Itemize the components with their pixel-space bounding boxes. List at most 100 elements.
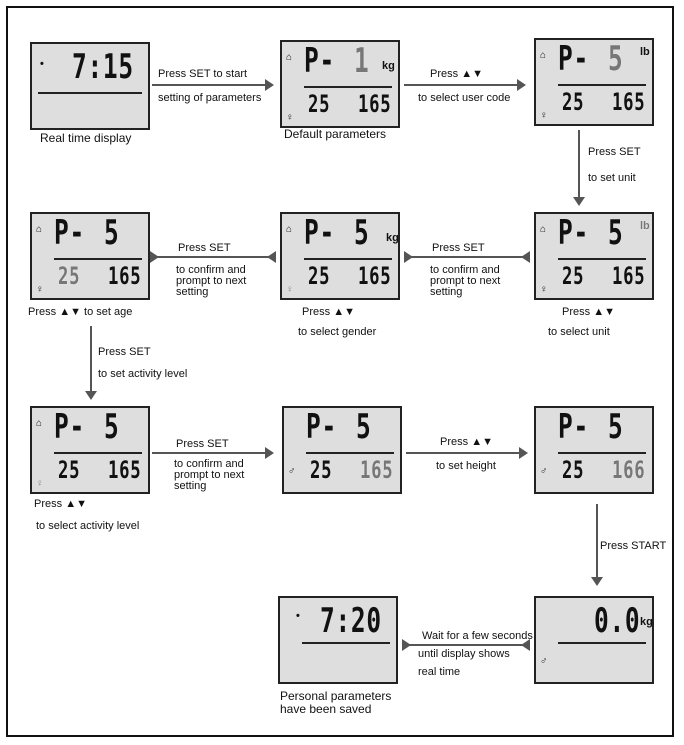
arrow-down bbox=[85, 326, 97, 400]
step-set-unit: to set unit bbox=[588, 172, 636, 184]
activity-icon: ♂ bbox=[540, 466, 548, 477]
lcd-height: 165 bbox=[612, 88, 646, 116]
lcd-time: 7:15 bbox=[72, 47, 134, 87]
lcd-set-unit: ⌂ P- 5 lb 25 165 ♀ bbox=[534, 212, 654, 300]
person-icon: ♀ bbox=[36, 284, 44, 295]
lcd-divider bbox=[306, 452, 394, 454]
arrow-down bbox=[591, 504, 603, 586]
step-setting: setting bbox=[430, 286, 463, 298]
arrow-right bbox=[406, 447, 528, 459]
step-press-set: Press SET bbox=[176, 438, 229, 450]
diagram-frame bbox=[6, 6, 674, 737]
lcd-unit: kg bbox=[386, 232, 399, 244]
lcd-code: P- bbox=[54, 213, 85, 253]
lcd-saved-time: • 7:20 bbox=[278, 596, 398, 684]
lcd-user-number: 5 bbox=[608, 213, 624, 253]
lcd-divider bbox=[304, 86, 392, 88]
step-prompt: prompt to next bbox=[176, 275, 247, 287]
lcd-set-age: ⌂ P- 5 25 165 ♀ bbox=[30, 212, 150, 300]
step-confirm: to confirm and bbox=[176, 264, 246, 276]
user-icon: ⌂ bbox=[286, 52, 293, 63]
user-icon: ⌂ bbox=[286, 224, 293, 235]
step-set-activity: to set activity level bbox=[98, 368, 188, 380]
step-setting: setting bbox=[176, 286, 209, 298]
step-until-display: until display shows bbox=[418, 648, 510, 660]
lcd-real-time: • 7:15 bbox=[30, 42, 150, 130]
person-icon: ♀ bbox=[540, 284, 548, 295]
up-down-arrow-icon: ▲▼ bbox=[461, 68, 483, 80]
lcd-divider bbox=[54, 452, 142, 454]
lcd-height: 165 bbox=[358, 90, 392, 118]
step-press-start: Press START bbox=[600, 540, 667, 552]
lcd-code: P- bbox=[54, 407, 85, 447]
caption-saved-line1: Personal parameters bbox=[280, 689, 392, 703]
lcd-time: 7:20 bbox=[320, 601, 382, 641]
step-setting: setting bbox=[174, 480, 207, 492]
lcd-height: 165 bbox=[358, 262, 392, 290]
person-icon: ♀ bbox=[540, 110, 548, 121]
gender-icon: ♀ bbox=[286, 284, 294, 295]
lcd-user-number: 5 bbox=[354, 213, 370, 253]
step-press: Press ▲▼ bbox=[562, 306, 615, 318]
lcd-height: 165 bbox=[360, 456, 394, 484]
lcd-code: P- bbox=[558, 407, 589, 447]
step-setting-parameters: setting of parameters bbox=[158, 92, 262, 104]
lcd-unit: kg bbox=[382, 60, 395, 72]
indicator-dot: • bbox=[40, 58, 44, 70]
caption-default-parameters: Default parameters bbox=[284, 127, 387, 141]
step-prompt: prompt to next bbox=[430, 275, 501, 287]
lcd-set-height: P- 5 25 165 ♂ bbox=[282, 406, 402, 494]
user-icon: ⌂ bbox=[36, 418, 43, 429]
lcd-divider bbox=[558, 258, 646, 260]
step-select-unit: to select unit bbox=[548, 326, 610, 338]
person-icon: ♀ bbox=[286, 112, 294, 123]
step-press-set-start: Press SET to start bbox=[158, 68, 248, 80]
step-press-set: Press SET bbox=[178, 242, 231, 254]
lcd-user-number: 5 bbox=[608, 407, 624, 447]
step-press: Press ▲▼ bbox=[302, 306, 355, 318]
indicator-dot: • bbox=[296, 610, 300, 622]
lcd-age: 25 bbox=[562, 262, 585, 290]
lcd-height-set: P- 5 25 166 ♂ bbox=[534, 406, 654, 494]
lcd-age: 25 bbox=[58, 262, 81, 290]
arrow-right bbox=[404, 79, 526, 91]
arrow-left bbox=[404, 251, 530, 263]
lcd-divider bbox=[54, 258, 142, 260]
activity-icon: ♂ bbox=[540, 656, 548, 667]
lcd-divider bbox=[558, 84, 646, 86]
activity-icon: ♂ bbox=[288, 466, 296, 477]
lcd-default-parameters: ⌂ P- 1 kg 25 165 ♀ bbox=[280, 40, 400, 128]
lcd-weight-value: 0.0 bbox=[594, 601, 641, 641]
step-select-user-code: to select user code bbox=[418, 92, 511, 104]
step-prompt: prompt to next bbox=[174, 469, 245, 481]
lcd-user-number: 5 bbox=[356, 407, 372, 447]
lcd-weight: 0.0 kg ♂ bbox=[534, 596, 654, 684]
lcd-height: 165 bbox=[612, 262, 646, 290]
lcd-height: 166 bbox=[612, 456, 646, 484]
caption-real-time: Real time display bbox=[40, 131, 132, 145]
lcd-unit: lb bbox=[640, 220, 650, 232]
step-press: Press ▲▼ bbox=[440, 436, 493, 448]
step-press-set: Press SET bbox=[432, 242, 485, 254]
step-press-set: Press SET bbox=[98, 346, 151, 358]
caption-saved-line2: have been saved bbox=[280, 702, 372, 716]
lcd-select-user-code: ⌂ P- 5 lb 25 165 ♀ bbox=[534, 38, 654, 126]
lcd-unit: lb bbox=[640, 46, 650, 58]
lcd-age: 25 bbox=[58, 456, 81, 484]
step-press: Press ▲▼ bbox=[34, 498, 87, 510]
step-press-age: Press ▲▼ to set age bbox=[28, 306, 133, 318]
lcd-code: P- bbox=[558, 213, 589, 253]
lcd-user-number: 5 bbox=[608, 39, 624, 79]
lcd-age: 25 bbox=[310, 456, 333, 484]
lcd-divider bbox=[558, 642, 646, 644]
lcd-user-number: 1 bbox=[354, 41, 370, 81]
lcd-divider bbox=[304, 258, 392, 260]
lcd-age: 25 bbox=[308, 262, 331, 290]
step-select-activity: to select activity level bbox=[36, 520, 140, 532]
user-icon: ⌂ bbox=[540, 224, 547, 235]
lcd-code: P- bbox=[304, 213, 335, 253]
lcd-age: 25 bbox=[562, 456, 585, 484]
step-confirm: to confirm and bbox=[174, 458, 244, 470]
arrow-left bbox=[402, 639, 530, 651]
lcd-set-activity: ⌂ P- 5 25 165 ♀ bbox=[30, 406, 150, 494]
